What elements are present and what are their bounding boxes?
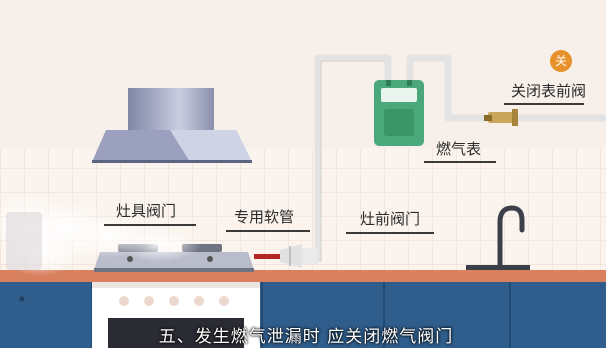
- special-hose-label: 专用软管: [234, 208, 295, 226]
- front-valve-underline: [346, 232, 434, 234]
- front-valve-device: [280, 244, 318, 268]
- gas-meter-underline: [424, 161, 496, 163]
- gas-meter-device: [374, 80, 424, 146]
- subtitle-caption: 五、发生燃气泄漏时 应关闭燃气阀门: [158, 327, 454, 347]
- close-meter-valve-label: 关闭表前阀: [511, 82, 587, 100]
- special-hose-underline: [226, 230, 310, 232]
- upper-wall: [0, 0, 612, 148]
- gas-meter-label: 燃气表: [436, 140, 482, 158]
- countertop: [0, 270, 612, 282]
- oven: [92, 282, 260, 348]
- faucet: [497, 205, 525, 269]
- close-meter-valve-underline: [504, 103, 584, 105]
- meter-valve: [484, 109, 518, 126]
- hand-pointer-icon: 关: [550, 50, 572, 72]
- stove-valve-label: 灶具阀门: [116, 202, 177, 220]
- front-valve-label: 灶前阀门: [360, 210, 421, 228]
- special-hose-tube: [254, 254, 280, 259]
- stove-valve-underline: [104, 224, 196, 226]
- range-hood: [92, 88, 252, 163]
